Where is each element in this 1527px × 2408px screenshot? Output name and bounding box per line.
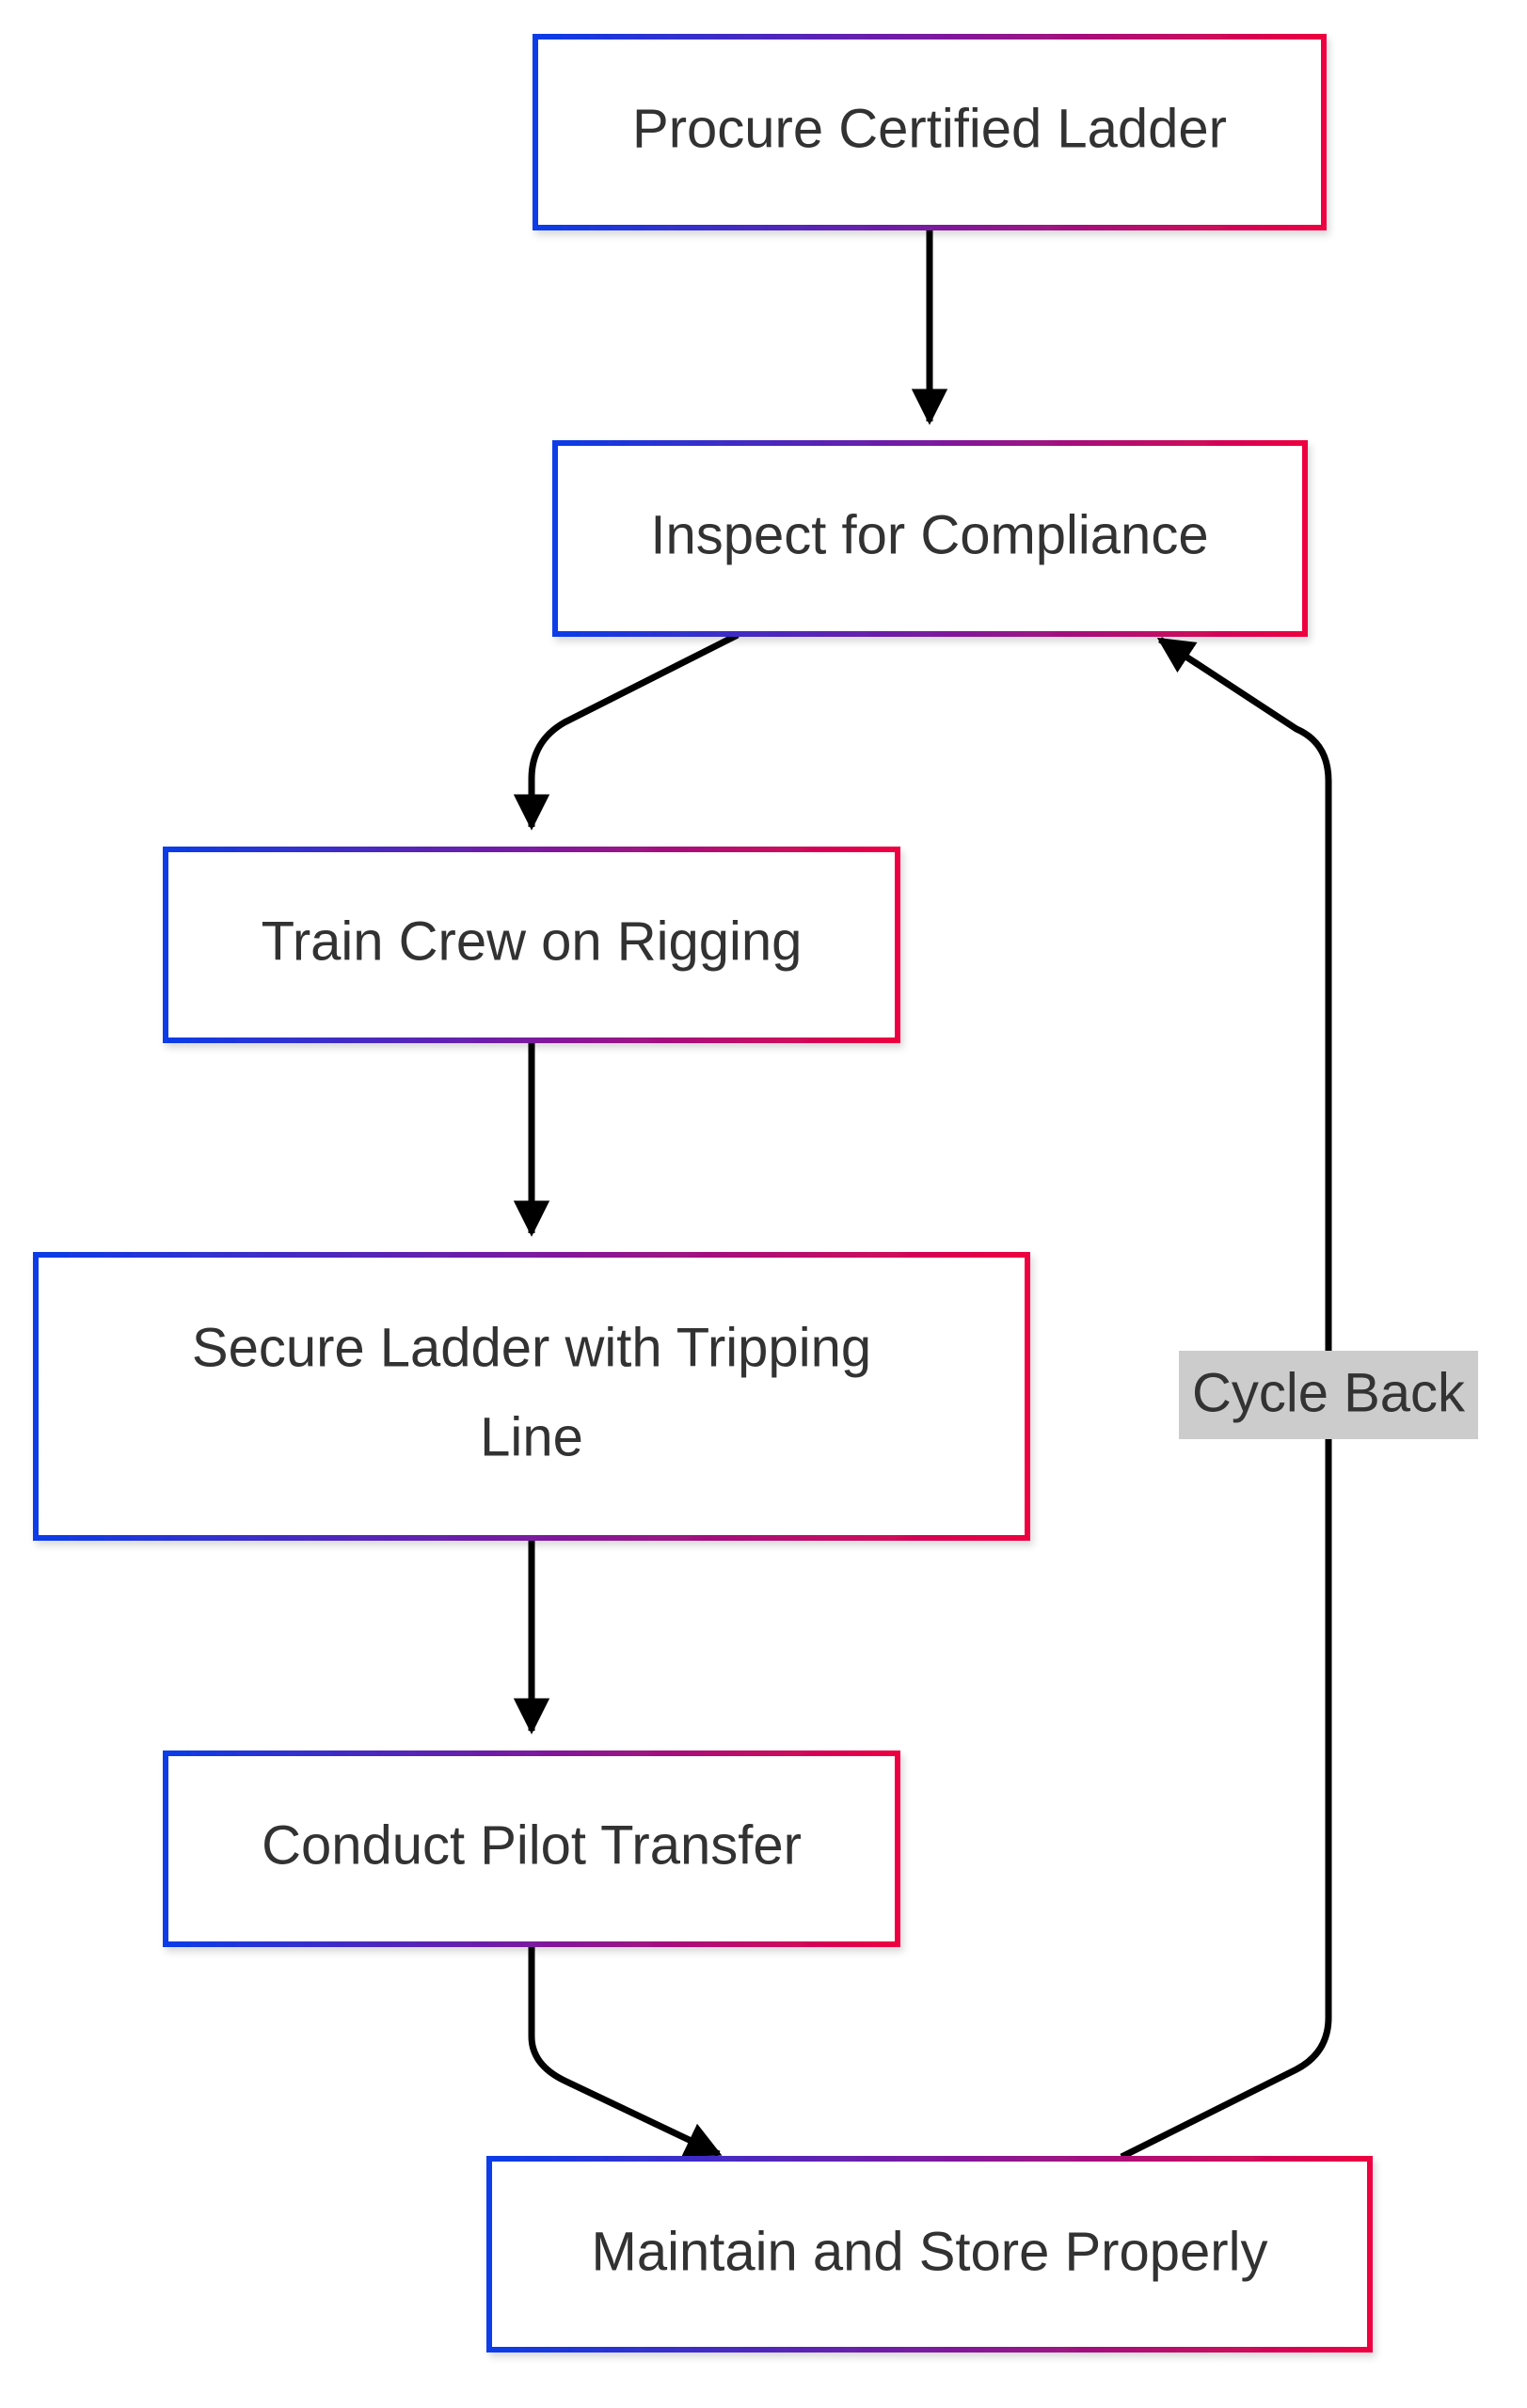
edge-label-cycle-back: Cycle Back [1179, 1351, 1478, 1439]
node-label: Conduct Pilot Transfer [262, 1814, 802, 1876]
node-label: Procure Certified Ladder [632, 98, 1227, 159]
node-inspect-for-compliance[interactable]: Inspect for Compliance [552, 440, 1308, 637]
node-conduct-pilot-transfer[interactable]: Conduct Pilot Transfer [163, 1751, 900, 1947]
node-procure-certified-ladder[interactable]: Procure Certified Ladder [533, 34, 1327, 230]
node-label: Inspect for Compliance [650, 504, 1208, 565]
edge-label-text: Cycle Back [1192, 1362, 1466, 1423]
node-train-crew-on-rigging[interactable]: Train Crew on Rigging [163, 847, 900, 1043]
node-label-line-2: Line [480, 1406, 583, 1467]
edge-conduct-to-maintain [528, 1946, 723, 2158]
node-secure-ladder-with-tripping-line[interactable]: Secure Ladder with Tripping Line [33, 1252, 1030, 1541]
edge-inspect-to-train [513, 631, 740, 831]
node-maintain-and-store-properly[interactable]: Maintain and Store Properly [486, 2156, 1373, 2353]
node-label-line-1: Secure Ladder with Tripping [192, 1317, 871, 1378]
node-label: Train Crew on Rigging [262, 911, 803, 972]
node-label: Maintain and Store Properly [592, 2221, 1268, 2282]
